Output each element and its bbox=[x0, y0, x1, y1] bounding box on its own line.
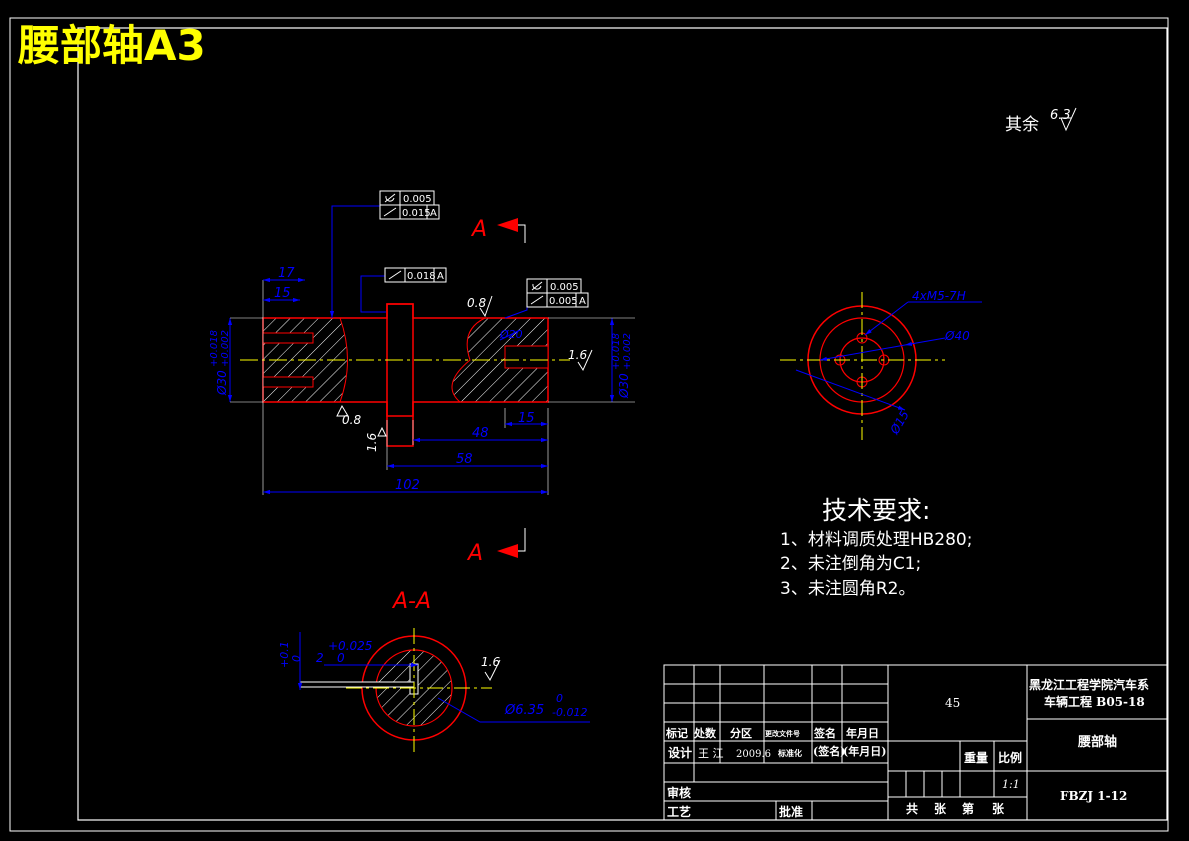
sec-tol-upper: +0.1 bbox=[278, 641, 291, 668]
svg-text:张: 张 bbox=[992, 801, 1005, 816]
key-lower: 0 bbox=[337, 651, 345, 665]
school: 黑龙江工程学院汽车系 bbox=[1029, 677, 1149, 692]
tech-item-3: 3、未注圆角R2。 bbox=[780, 579, 915, 599]
roughness-symbol bbox=[1060, 107, 1077, 132]
svg-text:重量: 重量 bbox=[964, 750, 988, 765]
svg-text:0.005: 0.005 bbox=[550, 282, 579, 293]
svg-text:工艺: 工艺 bbox=[667, 804, 691, 819]
pin-lower: -0.012 bbox=[552, 706, 587, 719]
part-name: 腰部轴 bbox=[1077, 734, 1117, 750]
dim-102: 102 bbox=[395, 478, 420, 493]
inner-border bbox=[77, 27, 1168, 821]
title-block bbox=[663, 664, 1168, 821]
main-view bbox=[227, 205, 635, 495]
svg-text:(签名): (签名) bbox=[813, 744, 845, 758]
tolerance-frame-left: 0.005 0.015 A bbox=[379, 190, 440, 220]
class: 车辆工程 B05-18 bbox=[1044, 694, 1145, 709]
svg-text:共: 共 bbox=[906, 801, 918, 816]
left-hole-bottom bbox=[262, 376, 314, 388]
drawing-title: 腰部轴A3 bbox=[17, 21, 206, 70]
thread-label: 4xM5-7H bbox=[912, 289, 966, 303]
right-break bbox=[451, 317, 486, 403]
section-mark-top: A bbox=[470, 217, 487, 242]
dia-right: Ø30 bbox=[617, 373, 631, 399]
svg-text:处数: 处数 bbox=[693, 726, 717, 740]
svg-text:年月日: 年月日 bbox=[846, 726, 879, 740]
svg-text:审核: 审核 bbox=[667, 785, 691, 800]
tolerance-frame-middle: 0.018 A bbox=[384, 267, 447, 283]
tech-heading: 技术要求: bbox=[822, 496, 930, 525]
title-block-text: 45 黑龙江工程学院汽车系 车辆工程 B05-18 腰部轴 FBZJ 1-12 … bbox=[665, 677, 1149, 819]
svg-text:张: 张 bbox=[934, 801, 947, 816]
svg-text:2009.6: 2009.6 bbox=[736, 749, 771, 760]
svg-text:设计: 设计 bbox=[668, 745, 692, 760]
svg-text:更改文件号: 更改文件号 bbox=[765, 729, 800, 738]
pin-upper: 0 bbox=[556, 692, 563, 705]
dia-left: Ø30 bbox=[215, 370, 229, 396]
svg-text:0.005: 0.005 bbox=[549, 296, 578, 307]
left-break bbox=[339, 317, 348, 403]
key-size: 2 bbox=[316, 651, 324, 665]
tech-item-1: 1、材料调质处理HB280; bbox=[780, 530, 972, 550]
dia-left-lower: +0.002 bbox=[220, 330, 231, 367]
dia-right-upper: +0.018 bbox=[611, 333, 622, 370]
default-roughness-value: 6.3 bbox=[1050, 108, 1071, 123]
svg-text:A: A bbox=[430, 208, 437, 219]
section-title: A-A bbox=[391, 589, 431, 614]
dim-15-right: 15 bbox=[518, 411, 535, 426]
svg-text:A: A bbox=[579, 296, 586, 307]
end-view bbox=[780, 292, 982, 440]
tech-item-2: 2、未注倒角为C1; bbox=[780, 554, 921, 574]
svg-text:(年月日): (年月日) bbox=[843, 744, 886, 758]
svg-text:王 江: 王 江 bbox=[698, 747, 724, 760]
roughness-bottom: 0.8 bbox=[342, 413, 361, 427]
right-hatch bbox=[452, 318, 548, 402]
svg-text:标记: 标记 bbox=[665, 726, 688, 740]
svg-text:A: A bbox=[437, 271, 444, 282]
key-upper: +0.025 bbox=[328, 639, 372, 653]
svg-text:1:1: 1:1 bbox=[1002, 778, 1020, 791]
dia15-label: Ø15 bbox=[887, 408, 912, 437]
pin-dia: Ø6.35 bbox=[504, 703, 544, 718]
section-arrow-top bbox=[497, 218, 518, 225]
sec-tol-lower: 0 bbox=[290, 655, 303, 662]
svg-text:比例: 比例 bbox=[998, 750, 1022, 765]
bore-label: Ø20 bbox=[499, 328, 523, 341]
svg-text:第: 第 bbox=[962, 801, 974, 816]
section-mark-bottom: A bbox=[466, 541, 483, 566]
svg-text:0.015: 0.015 bbox=[402, 208, 431, 219]
svg-text:分区: 分区 bbox=[730, 726, 752, 740]
roughness-top: 0.8 bbox=[467, 296, 486, 310]
sec-roughness: 1.6 bbox=[481, 655, 500, 669]
svg-text:批准: 批准 bbox=[779, 804, 803, 819]
dim-58: 58 bbox=[456, 452, 473, 467]
dia40-label: Ø40 bbox=[944, 329, 970, 343]
flange bbox=[386, 303, 414, 447]
roughness-flange: 1.6 bbox=[365, 433, 379, 452]
svg-text:0.005: 0.005 bbox=[403, 194, 432, 205]
tolerance-frame-right: 0.005 0.005 A bbox=[526, 278, 589, 308]
right-bore bbox=[504, 345, 549, 369]
outer-border bbox=[9, 17, 1169, 832]
default-roughness-label: 其余 bbox=[1005, 115, 1039, 135]
roughness-right: 1.6 bbox=[568, 348, 587, 362]
svg-text:0.018: 0.018 bbox=[407, 271, 436, 282]
left-hole-top bbox=[262, 332, 314, 344]
dim-48: 48 bbox=[472, 426, 489, 441]
section-arrow-bottom bbox=[497, 544, 518, 558]
material: 45 bbox=[945, 696, 960, 710]
svg-text:签名: 签名 bbox=[813, 726, 836, 740]
drawing-no: FBZJ 1-12 bbox=[1060, 789, 1127, 803]
dim-15-left: 15 bbox=[274, 286, 291, 301]
dia-left-upper: +0.018 bbox=[209, 330, 220, 367]
section-view bbox=[297, 628, 590, 755]
dim-17: 17 bbox=[278, 266, 295, 281]
svg-text:标准化: 标准化 bbox=[777, 748, 802, 758]
dia-right-lower: +0.002 bbox=[622, 333, 633, 370]
